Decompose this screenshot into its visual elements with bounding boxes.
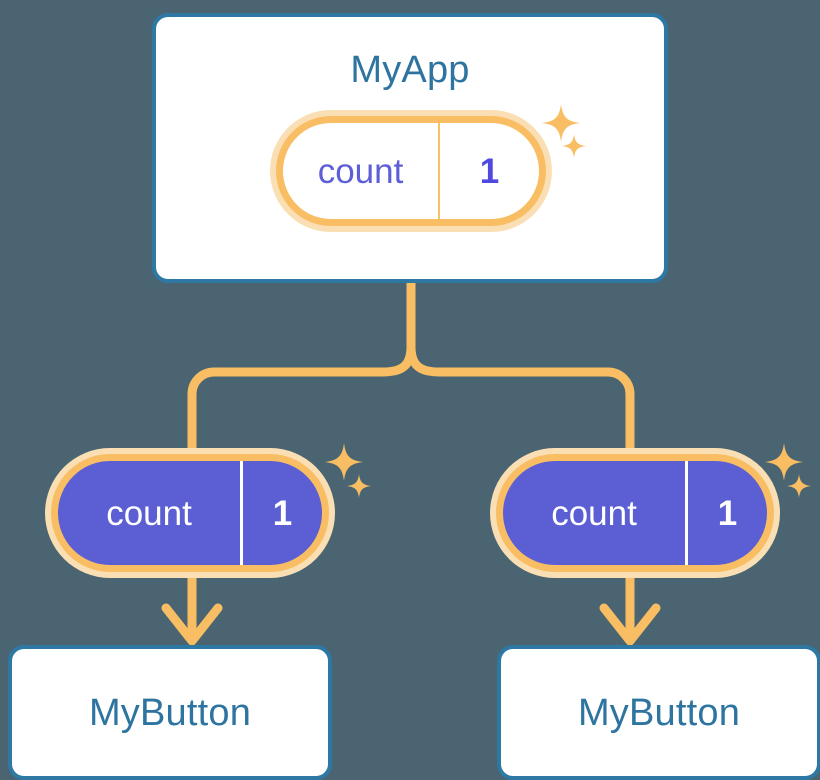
connector-branch-left [187, 367, 215, 452]
state-pill-branch-right[interactable]: count 1 [490, 448, 780, 578]
state-pill-key: count [58, 461, 243, 565]
state-pill-body: count 1 [51, 454, 329, 572]
component-title-mybutton: MyButton [577, 691, 741, 734]
state-pill-key: count [283, 123, 440, 219]
connector-tee-right [406, 346, 608, 377]
state-pill-myapp[interactable]: count 1 [270, 110, 552, 232]
state-pill-body: count 1 [276, 116, 546, 226]
state-pill-value: 1 [479, 151, 500, 191]
connector-arrow-left-head [161, 603, 223, 646]
sparkle-icon [347, 474, 371, 498]
sparkle-icon [325, 443, 363, 481]
state-pill-value: 1 [717, 493, 738, 533]
component-title-myapp: MyApp [350, 49, 470, 91]
state-pill-body: count 1 [496, 454, 774, 572]
connector-arrow-right-head [599, 603, 661, 646]
connector-branch-right [607, 367, 635, 452]
component-title-mybutton: MyButton [88, 691, 252, 734]
component-card-mybutton-right[interactable]: MyButton [497, 645, 820, 780]
sparkle-icon [787, 474, 811, 498]
sparkle-icon [765, 443, 803, 481]
state-pill-branch-left[interactable]: count 1 [45, 448, 335, 578]
state-pill-value: 1 [272, 493, 293, 533]
connector-tee-left [214, 346, 416, 377]
state-pill-key: count [503, 461, 688, 565]
component-card-mybutton-left[interactable]: MyButton [8, 645, 332, 780]
